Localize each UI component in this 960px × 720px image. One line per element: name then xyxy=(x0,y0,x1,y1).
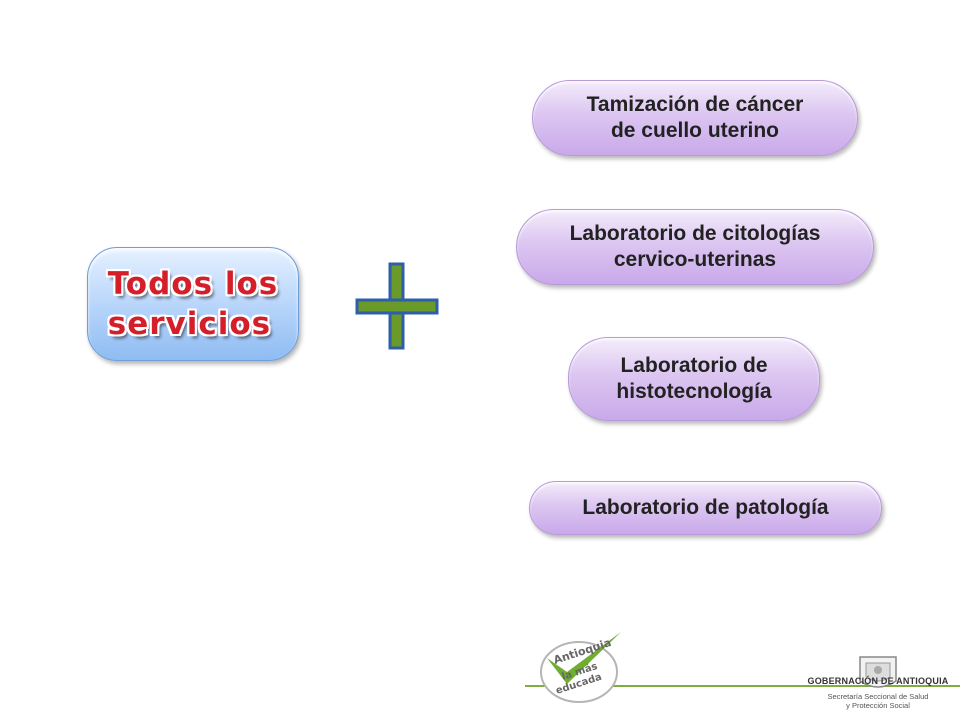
service-pill-patologia: Laboratorio de patología xyxy=(529,481,882,535)
service-label: Laboratorio de citologías cervico-uterin… xyxy=(569,222,821,271)
government-name: GOBERNACIÓN DE ANTIOQUIA xyxy=(807,676,949,686)
footer-divider xyxy=(525,685,960,687)
antioquia-coat-of-arms-icon xyxy=(859,656,897,688)
service-label: Tamización de cáncer de cuello uterino xyxy=(586,93,804,142)
service-pill-histotecnologia: Laboratorio de histotecnología xyxy=(568,337,820,421)
government-department: Secretaría Seccional de Salud y Protecci… xyxy=(827,692,929,710)
service-label: Laboratorio de patología xyxy=(582,496,829,519)
plus-icon xyxy=(355,262,439,350)
main-title: Todos los servicios xyxy=(107,266,279,342)
service-pill-tamizacion: Tamización de cáncer de cuello uterino xyxy=(532,80,858,156)
main-services-box: Todos los servicios xyxy=(87,247,299,361)
service-pill-citologias: Laboratorio de citologías cervico-uterin… xyxy=(516,209,874,285)
antioquia-educada-logo-icon: Antioquia la más educada xyxy=(540,632,621,703)
service-label: Laboratorio de histotecnología xyxy=(616,354,772,403)
